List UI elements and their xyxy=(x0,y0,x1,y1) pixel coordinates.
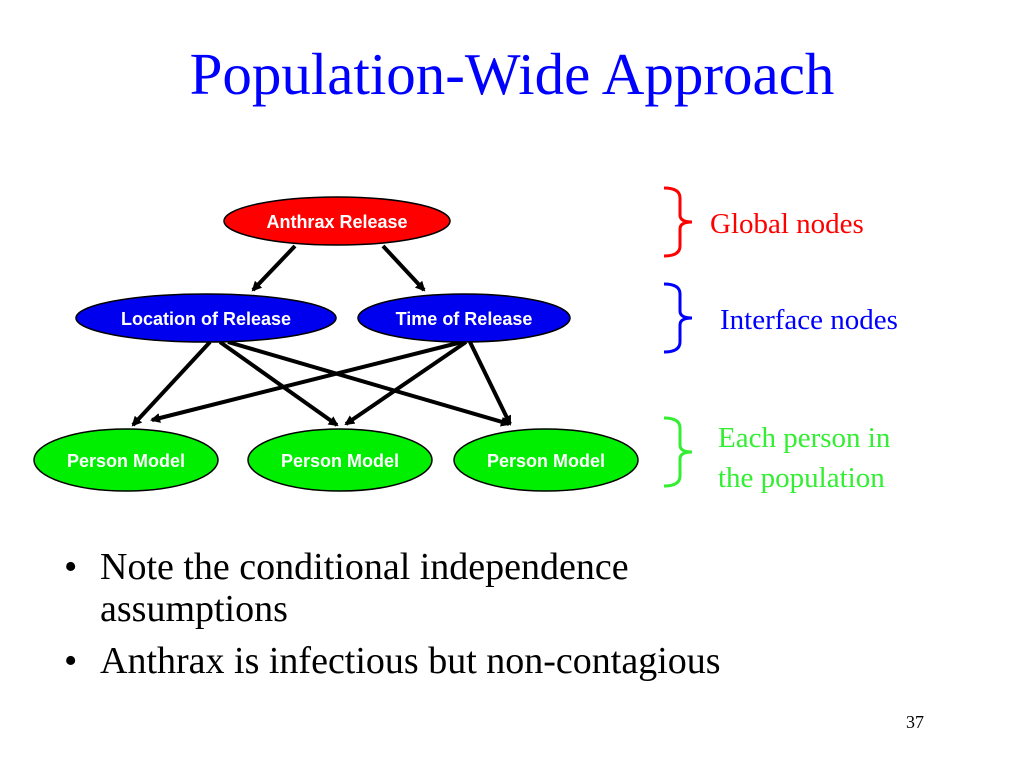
edge-anthrax-to-time xyxy=(381,244,426,292)
bullet-text-line1: Anthrax is infectious but non-contagious xyxy=(100,640,721,682)
node-ellipse xyxy=(75,293,337,343)
node-label: Location of Release xyxy=(121,309,291,329)
bullet-dot-icon: • xyxy=(64,640,78,682)
node-ellipse xyxy=(223,196,451,246)
global-nodes-brace-icon xyxy=(663,186,693,258)
bullet-list: • Note the conditional independence assu… xyxy=(58,546,958,692)
edge-time-to-person2 xyxy=(344,340,468,426)
edges xyxy=(131,244,512,427)
node-location-of-release: Location of Release xyxy=(75,293,337,343)
person-nodes-label-line2: the population xyxy=(718,462,885,494)
node-ellipse xyxy=(33,428,219,492)
node-label: Time of Release xyxy=(396,309,533,329)
node-time-of-release: Time of Release xyxy=(357,293,571,343)
node-anthrax-release: Anthrax Release xyxy=(223,196,451,246)
bullet-dot-icon: • xyxy=(64,546,78,588)
person-nodes-label-line1: Each person in xyxy=(718,422,891,454)
node-label: Anthrax Release xyxy=(266,212,407,232)
node-person-model-3: Person Model xyxy=(453,428,639,492)
node-ellipse xyxy=(453,428,639,492)
person-nodes-brace-icon xyxy=(663,416,693,488)
interface-nodes-brace-icon xyxy=(663,282,693,354)
edge-location-to-person3 xyxy=(227,340,511,427)
page-number: 37 xyxy=(906,712,924,732)
node-person-model-1: Person Model xyxy=(33,428,219,492)
edge-location-to-person1 xyxy=(131,340,212,427)
node-label: Person Model xyxy=(67,451,185,471)
node-ellipse xyxy=(357,293,571,343)
edge-time-to-person1 xyxy=(150,340,463,423)
edge-anthrax-to-location xyxy=(251,244,297,292)
edge-time-to-person3 xyxy=(468,341,512,426)
node-label: Person Model xyxy=(281,451,399,471)
node-label: Person Model xyxy=(487,451,605,471)
node-ellipse xyxy=(247,428,433,492)
edge-location-to-person2 xyxy=(218,340,339,427)
slide-title: Population-Wide Approach xyxy=(189,41,835,107)
interface-nodes-label: Interface nodes xyxy=(720,304,898,336)
bullet-text-line1: Note the conditional independence xyxy=(100,546,629,588)
node-person-model-2: Person Model xyxy=(247,428,433,492)
bullet-item: • Note the conditional independence assu… xyxy=(58,546,958,630)
person-nodes-label: Each person in the population xyxy=(718,418,890,498)
bullet-item: • Anthrax is infectious but non-contagio… xyxy=(58,640,958,682)
global-nodes-label: Global nodes xyxy=(710,208,864,240)
bullet-text-line2: assumptions xyxy=(100,588,288,630)
